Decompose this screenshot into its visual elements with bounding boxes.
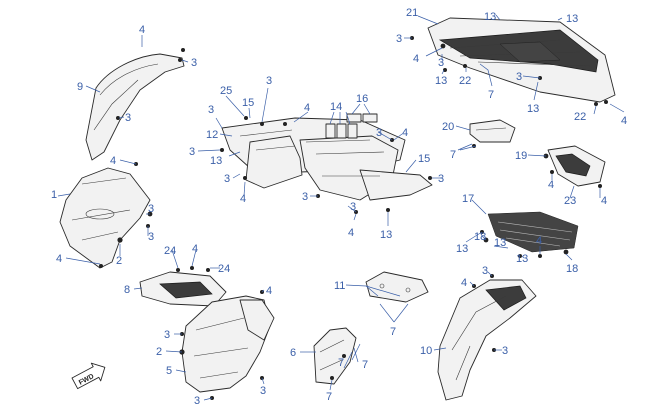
callout-4: 4 [240,193,246,205]
callout-3: 3 [148,231,154,243]
callout-3: 3 [266,75,272,87]
callout-7: 7 [450,149,456,161]
callout-7: 7 [390,326,396,338]
callout-4: 4 [548,179,554,191]
callout-9: 9 [77,81,83,93]
callout-4: 4 [110,155,116,167]
part-17-grille [480,211,579,258]
callout-7: 7 [326,391,332,403]
callout-13: 13 [494,237,506,249]
callout-13: 13 [484,11,496,23]
callout-22: 22 [574,111,586,123]
callout-13: 13 [566,13,578,25]
callout-3: 3 [164,329,170,341]
callout-23: 23 [564,195,576,207]
callout-3: 3 [260,385,266,397]
callout-4: 4 [192,243,198,255]
callout-3: 3 [148,203,154,215]
callout-3: 3 [191,57,197,69]
part-1-left-side-panel [59,162,153,269]
callout-13: 13 [456,243,468,255]
callout-3: 3 [350,201,356,213]
callout-4: 4 [413,53,419,65]
part-10-rear-fender [437,274,537,401]
part-6-bracket [313,327,357,385]
callout-15: 15 [242,97,254,109]
callout-3: 3 [396,33,402,45]
callout-13: 13 [516,253,528,265]
fwd-direction-badge: FWD [71,362,106,390]
part-23-side-panel [543,145,606,188]
callout-4: 4 [402,127,408,139]
callout-4: 4 [536,235,542,247]
callout-3: 3 [516,71,522,83]
callout-4: 4 [266,285,272,297]
callout-7: 7 [488,89,494,101]
callout-4: 4 [461,277,467,289]
callout-25: 25 [220,85,232,97]
callout-2: 2 [116,255,122,267]
callout-8: 8 [124,284,130,296]
callout-3: 3 [376,127,382,139]
callout-15: 15 [418,153,430,165]
callout-16: 16 [356,93,368,105]
callout-22: 22 [459,75,471,87]
callout-7: 7 [338,357,344,369]
callout-3: 3 [438,57,444,69]
callout-3: 3 [482,265,488,277]
callout-7: 7 [362,359,368,371]
callout-24: 24 [218,263,230,275]
callout-24: 24 [164,245,176,257]
callout-4: 4 [601,195,607,207]
callout-13: 13 [210,155,222,167]
callout-4: 4 [621,115,627,127]
callout-3: 3 [194,395,200,407]
callout-13: 13 [380,229,392,241]
callout-11: 11 [334,280,345,292]
callout-4: 4 [56,253,62,265]
callout-numbers: 4 3 9 3 21 13 13 3 4 3 13 22 7 3 13 22 4… [51,7,627,407]
part-5-lower-panel [179,290,275,400]
callout-2: 2 [156,346,162,358]
callout-12: 12 [206,129,218,141]
callout-3: 3 [302,191,308,203]
callout-3: 3 [208,104,214,116]
callout-3: 3 [502,345,508,357]
callout-4: 4 [348,227,354,239]
callout-20: 20 [442,121,454,133]
part-9-front-fender [85,48,185,161]
callout-21: 21 [406,7,418,19]
leader-lines [57,14,625,401]
callout-17: 17 [462,193,474,205]
callout-4: 4 [139,24,145,36]
callout-14: 14 [330,101,342,113]
callout-19: 19 [515,150,527,162]
callout-10: 10 [420,345,432,357]
callout-1: 1 [51,189,57,201]
callout-3: 3 [438,173,444,185]
part-11-plate [365,271,429,303]
part-8-skid-plate [139,266,227,307]
callout-5: 5 [166,365,172,377]
callout-13: 13 [527,103,539,115]
callout-6: 6 [290,347,296,359]
callout-3: 3 [189,146,195,158]
part-20-bracket [469,119,516,148]
part-12-rear-body-tub [220,113,433,214]
callout-3: 3 [224,173,230,185]
callout-18: 18 [474,231,486,243]
callout-4: 4 [304,102,310,114]
part-21-rear-rack [410,17,616,106]
callout-13: 13 [435,75,447,87]
callout-18: 18 [566,263,578,275]
callout-3: 3 [125,112,131,124]
